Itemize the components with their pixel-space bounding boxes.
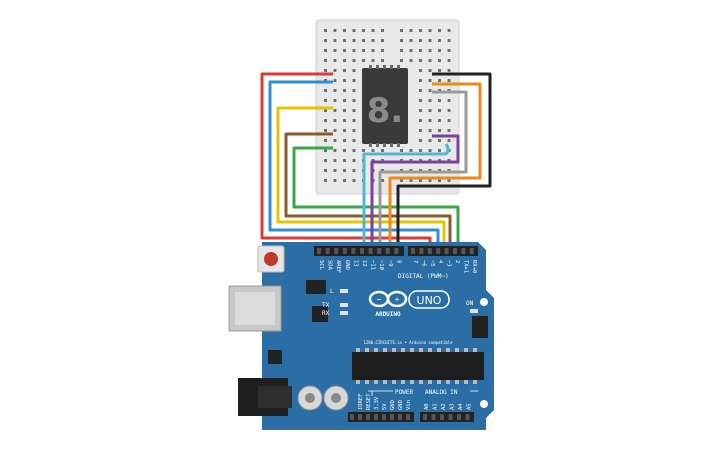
pin-label: 12 <box>361 260 367 267</box>
power-label: POWER <box>395 389 413 396</box>
brand-label: ARDUINO <box>375 311 401 318</box>
pin-label: 7 <box>412 260 418 263</box>
arduino-logo: − + <box>368 290 408 308</box>
analog-pin-label: A5 <box>467 403 473 410</box>
wire-purple <box>370 134 460 250</box>
power-pin-label: Vin <box>406 400 412 410</box>
power-pin-label: GND <box>390 400 396 410</box>
analog-pin-label: A4 <box>458 403 464 410</box>
led-rx-label: RX <box>322 310 330 317</box>
atmega-chip <box>352 348 484 384</box>
breadboard-holes <box>324 29 451 182</box>
pin-label: TX▸1 <box>462 260 468 273</box>
power-pin-label: RESET <box>366 393 372 410</box>
pin-label: ~11 <box>370 260 376 270</box>
pin-label: 13 <box>352 260 358 267</box>
dc-jack-inner <box>258 386 292 408</box>
pin-label: ~9 <box>387 260 393 267</box>
icsp-header-left <box>306 280 326 294</box>
reset-button[interactable] <box>257 245 285 273</box>
pin-label: RX◂0 <box>471 260 477 273</box>
power-header[interactable] <box>348 412 414 422</box>
pin-label: SDA <box>327 260 333 271</box>
mount-hole <box>480 400 488 408</box>
icsp-header-right <box>472 316 488 338</box>
usb-chip <box>312 306 328 322</box>
analog-header[interactable] <box>420 412 474 422</box>
wire-cyan <box>362 143 450 250</box>
analog-label: ANALOG IN <box>425 389 458 396</box>
uno-badge: UNO <box>408 290 450 309</box>
led-tx-label: TX <box>322 302 330 309</box>
wire-green <box>292 146 460 250</box>
wire-yellow <box>276 106 446 250</box>
svg-text:−: − <box>377 295 382 304</box>
bottom-pin-holes <box>350 414 470 420</box>
digital-label: DIGITAL (PWM~) <box>398 273 449 280</box>
power-pin-label: GND <box>398 400 404 410</box>
pin-label: 2 <box>454 260 460 263</box>
power-pin-label: 3.3V <box>374 396 380 410</box>
svg-text:+: + <box>395 295 400 304</box>
power-pin-label: IOREF <box>358 393 364 410</box>
pin-label: ~5 <box>429 260 435 267</box>
pin-label: ~3 <box>446 260 452 267</box>
pin-label: SCL <box>318 260 324 271</box>
wire-blue <box>268 80 440 250</box>
segment-digit: 8. <box>367 91 404 131</box>
pin-label: AREF <box>335 260 341 273</box>
status-leds <box>340 289 478 315</box>
mount-hole <box>480 298 488 306</box>
segment-pins <box>369 65 400 147</box>
analog-pin-label: A0 <box>424 403 430 410</box>
wire-brown <box>284 132 452 250</box>
wire-grey <box>378 90 468 250</box>
power-pin-label: 5V <box>382 403 388 410</box>
led-l-label: L <box>330 288 334 295</box>
analog-pin-label: A2 <box>441 403 447 410</box>
pin-label: ~10 <box>378 260 384 270</box>
seven-segment-display[interactable]: 8. <box>362 65 408 147</box>
model-label: UNO <box>417 294 442 307</box>
wire-black <box>396 72 492 250</box>
pin-label: GND <box>344 260 350 270</box>
voltage-regulator <box>268 350 282 364</box>
usb-port-inner <box>235 292 275 325</box>
pin-label: 8 <box>395 260 401 263</box>
capacitors <box>297 385 349 411</box>
digital-header[interactable] <box>314 246 478 256</box>
on-label: ON <box>466 300 474 307</box>
analog-pin-label: A3 <box>450 403 456 410</box>
digital-pin-holes <box>317 248 474 254</box>
pin-label: 4 <box>437 260 443 264</box>
analog-pin-label: A1 <box>433 403 439 410</box>
pin-label: ~6 <box>420 260 426 267</box>
wire-orange <box>388 82 482 250</box>
chip-caption: 1280.CIRCUITS.io • Arduino compatible <box>363 340 453 345</box>
